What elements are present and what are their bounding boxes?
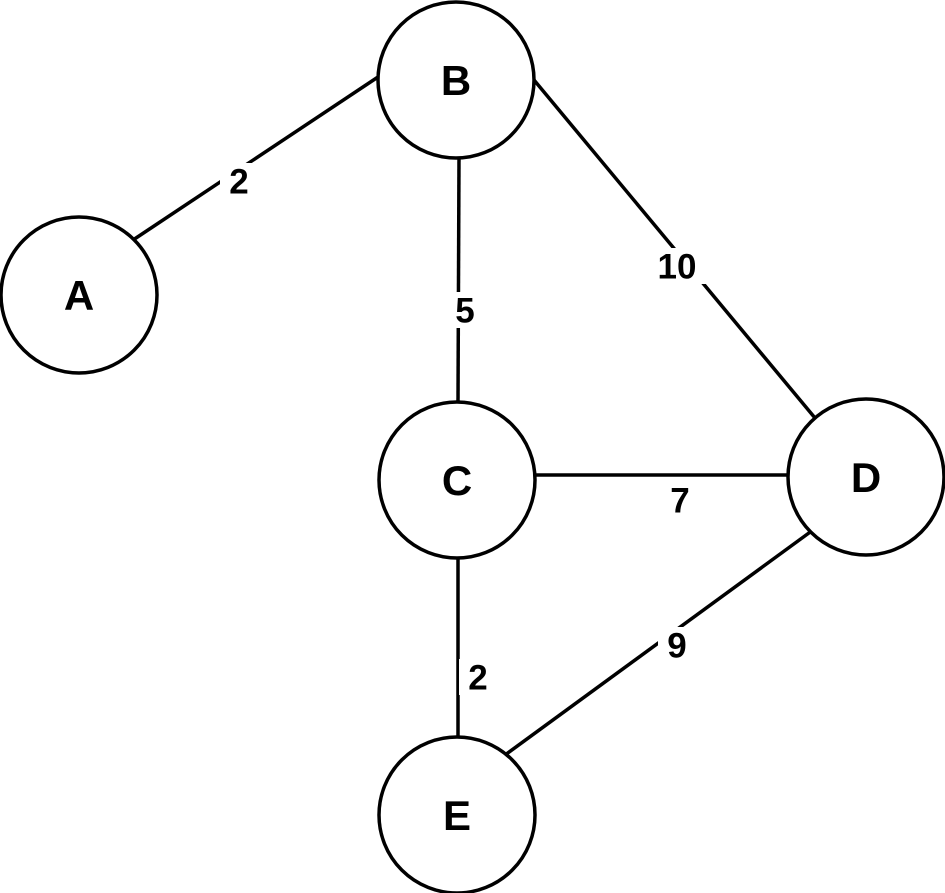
node-circle-B bbox=[376, 0, 536, 160]
edge-weight-bg-B-C bbox=[446, 292, 484, 328]
node-label-E: E bbox=[443, 792, 471, 839]
node-circle-D bbox=[786, 397, 945, 557]
edge-weight-A-B: 2 bbox=[229, 163, 248, 202]
edge-B-C bbox=[456, 157, 461, 403]
edge-A-B bbox=[129, 75, 379, 244]
edge-weight-C-E: 2 bbox=[468, 659, 487, 698]
node-label-A: A bbox=[64, 272, 94, 319]
edge-weight-B-C: 5 bbox=[455, 292, 474, 331]
edge-weight-bg-A-B bbox=[220, 163, 258, 199]
edge-weight-bg-C-D bbox=[661, 482, 699, 518]
node-circle-C bbox=[377, 400, 537, 560]
node-D: D bbox=[786, 397, 945, 557]
node-label-C: C bbox=[442, 457, 472, 504]
edge-weight-bg-D-E bbox=[658, 627, 696, 663]
edge-weight-D-E: 9 bbox=[667, 627, 686, 666]
node-label-D: D bbox=[851, 454, 881, 501]
node-circle-E bbox=[377, 735, 537, 893]
edge-weight-C-D: 7 bbox=[670, 482, 689, 521]
node-circle-A bbox=[0, 215, 159, 375]
edge-weight-bg-B-D bbox=[648, 248, 706, 284]
node-A: A bbox=[0, 215, 159, 375]
node-E: E bbox=[377, 735, 537, 893]
node-B: B bbox=[376, 0, 536, 160]
edge-weight-B-D: 10 bbox=[658, 248, 697, 287]
node-C: C bbox=[377, 400, 537, 560]
edge-weight-bg-C-E bbox=[459, 659, 497, 695]
node-label-B: B bbox=[441, 57, 471, 104]
